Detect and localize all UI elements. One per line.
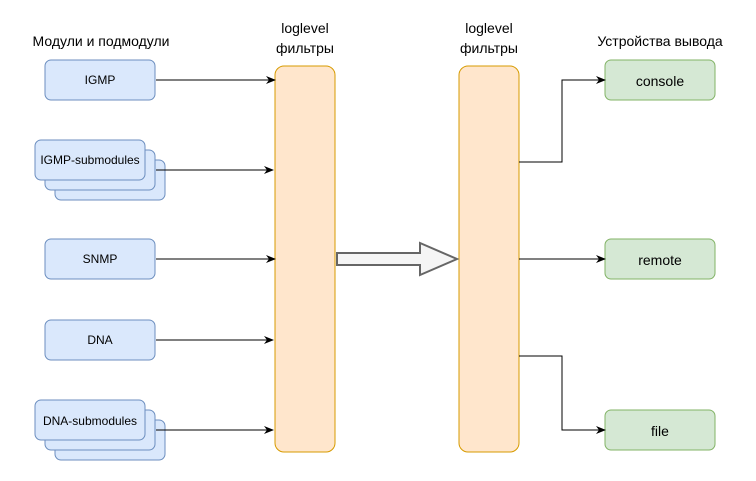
- filters-left-header-line1: loglevel: [281, 20, 328, 36]
- output-node-console[interactable]: console: [604, 59, 716, 101]
- outputs-header: Устройства вывода: [597, 33, 723, 49]
- module-node-snmp[interactable]: SNMP: [44, 238, 156, 280]
- module-node-dna-submodules[interactable]: DNA-submodules: [34, 399, 166, 461]
- edge-filter-to-console: [519, 76, 606, 163]
- output-node-remote[interactable]: remote: [604, 238, 716, 280]
- filters-right-header-line1: loglevel: [465, 20, 512, 36]
- edge-filter-to-file: [519, 355, 606, 434]
- output-label: remote: [638, 252, 682, 268]
- module-node-igmp[interactable]: IGMP: [44, 59, 156, 101]
- output-label: console: [636, 73, 684, 89]
- filter-column-right[interactable]: [458, 65, 520, 453]
- filter-column-left[interactable]: [274, 65, 336, 453]
- module-label: DNA-submodules: [43, 414, 137, 428]
- module-label: DNA: [87, 333, 112, 347]
- module-label: IGMP: [85, 73, 116, 87]
- filters-right-header-line2: фильтры: [460, 40, 518, 56]
- module-node-dna[interactable]: DNA: [44, 319, 156, 361]
- filters-left-header-line2: фильтры: [276, 40, 334, 56]
- output-node-file[interactable]: file: [604, 409, 716, 451]
- flow-block-arrow: [336, 241, 460, 277]
- module-node-igmp-submodules[interactable]: IGMP-submodules: [34, 139, 166, 201]
- output-label: file: [651, 423, 669, 439]
- modules-header: Модули и подмодули: [33, 33, 170, 49]
- module-label: IGMP-submodules: [40, 153, 139, 167]
- module-label: SNMP: [83, 252, 118, 266]
